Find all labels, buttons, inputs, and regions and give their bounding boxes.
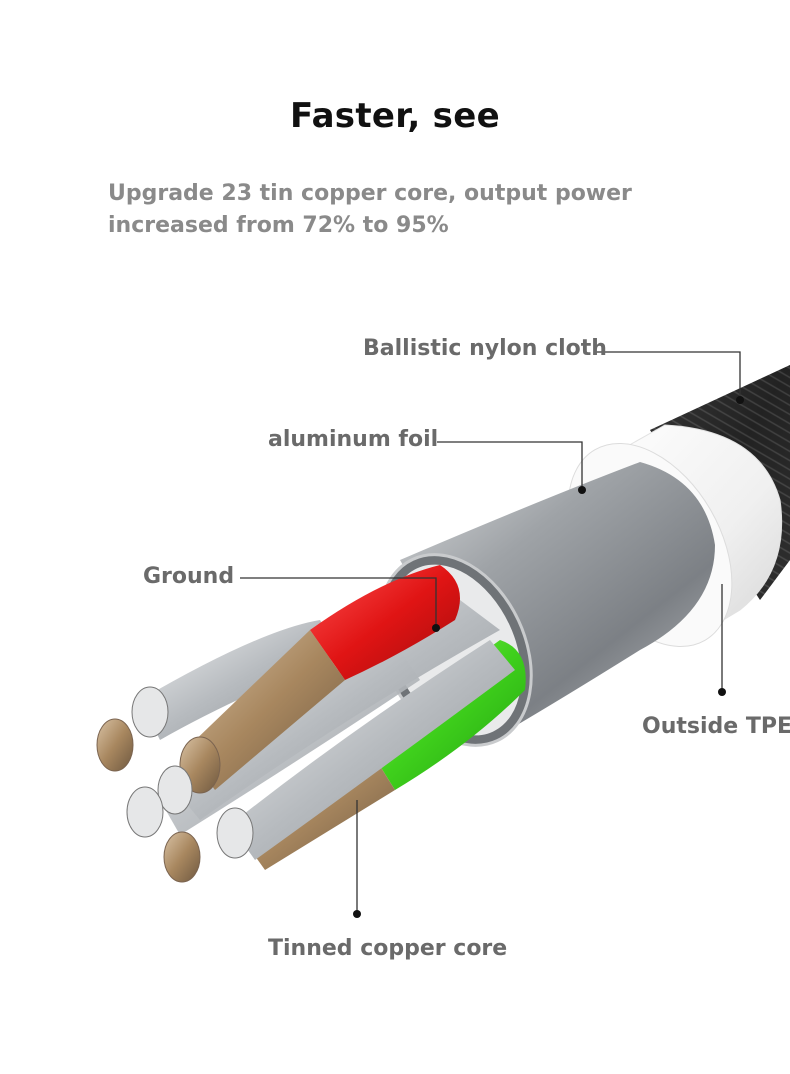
page-title: Faster, see (290, 96, 500, 136)
conductor-ends (96, 686, 254, 883)
label-aluminum-foil: aluminum foil (268, 427, 439, 452)
label-ground: Ground (143, 564, 235, 589)
silver-strands (140, 600, 515, 860)
leader-dots (353, 396, 744, 918)
label-ballistic-nylon-cloth: Ballistic nylon cloth (363, 336, 607, 361)
label-outside-tpe: Outside TPE (642, 714, 790, 739)
leader-lines (240, 351, 741, 912)
page-subtitle: Upgrade 23 tin copper core, output power… (108, 181, 632, 238)
red-wire (185, 565, 460, 790)
label-tinned-copper-core: Tinned copper core (268, 936, 508, 961)
